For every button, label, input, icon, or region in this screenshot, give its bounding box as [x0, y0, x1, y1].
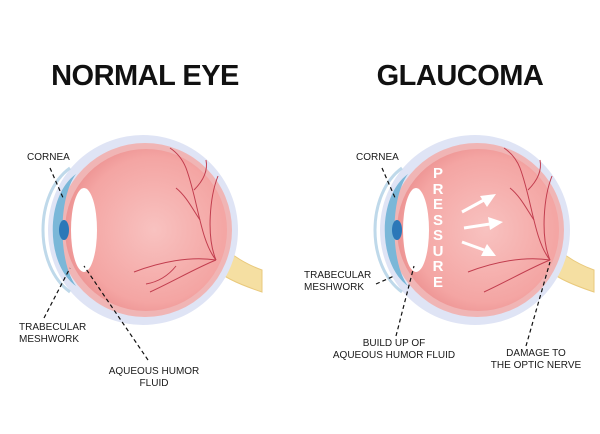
cornea-label: CORNEA [27, 152, 70, 163]
pressure-arrow [461, 240, 496, 256]
optic-nerve-damage-label: DAMAGE TO THE OPTIC NERVE [490, 348, 582, 371]
glaucoma-title: GLAUCOMA [376, 60, 544, 92]
blood-vessels [133, 147, 219, 293]
pressure-arrows [461, 194, 503, 256]
cornea-outline [41, 166, 71, 294]
pressure-text: P R E S S U R E [426, 166, 450, 290]
cornea-outline [373, 166, 403, 294]
aqueous-humor-label: AQUEOUS HUMOR FLUID [108, 366, 200, 389]
aqueous-buildup-label: BUILD UP OF AQUEOUS HUMOR FLUID [332, 338, 456, 361]
pressure-letter: P [432, 165, 443, 182]
pointer-lines [43, 167, 149, 361]
cornea-label: CORNEA [356, 152, 399, 163]
pressure-arrow [463, 217, 503, 230]
pressure-arrow [461, 194, 496, 214]
pressure-letter: E [432, 196, 443, 213]
trabecular-meshwork-label: TRABECULAR MESHWORK [19, 322, 87, 345]
glaucoma-eye [373, 135, 595, 347]
eyeball [65, 149, 227, 311]
pressure-letter: S [432, 211, 443, 229]
trabecular-meshwork-label: TRABECULAR MESHWORK [304, 270, 372, 293]
pressure-letter: U [432, 242, 444, 260]
iris [59, 220, 69, 240]
lens [71, 188, 97, 272]
cornea [52, 174, 76, 286]
blood-vessels [467, 147, 553, 293]
pressure-letter: R [432, 180, 444, 198]
pressure-letter: R [432, 258, 444, 275]
iris [392, 220, 402, 240]
normal-eye-title: NORMAL EYE [51, 60, 239, 92]
pressure-letter: S [432, 227, 443, 244]
normal-eye [41, 135, 263, 361]
cornea [384, 174, 408, 286]
pressure-letter: E [432, 273, 443, 291]
lens [403, 188, 429, 272]
pointer-lines [375, 167, 551, 347]
eyeball [397, 149, 559, 311]
